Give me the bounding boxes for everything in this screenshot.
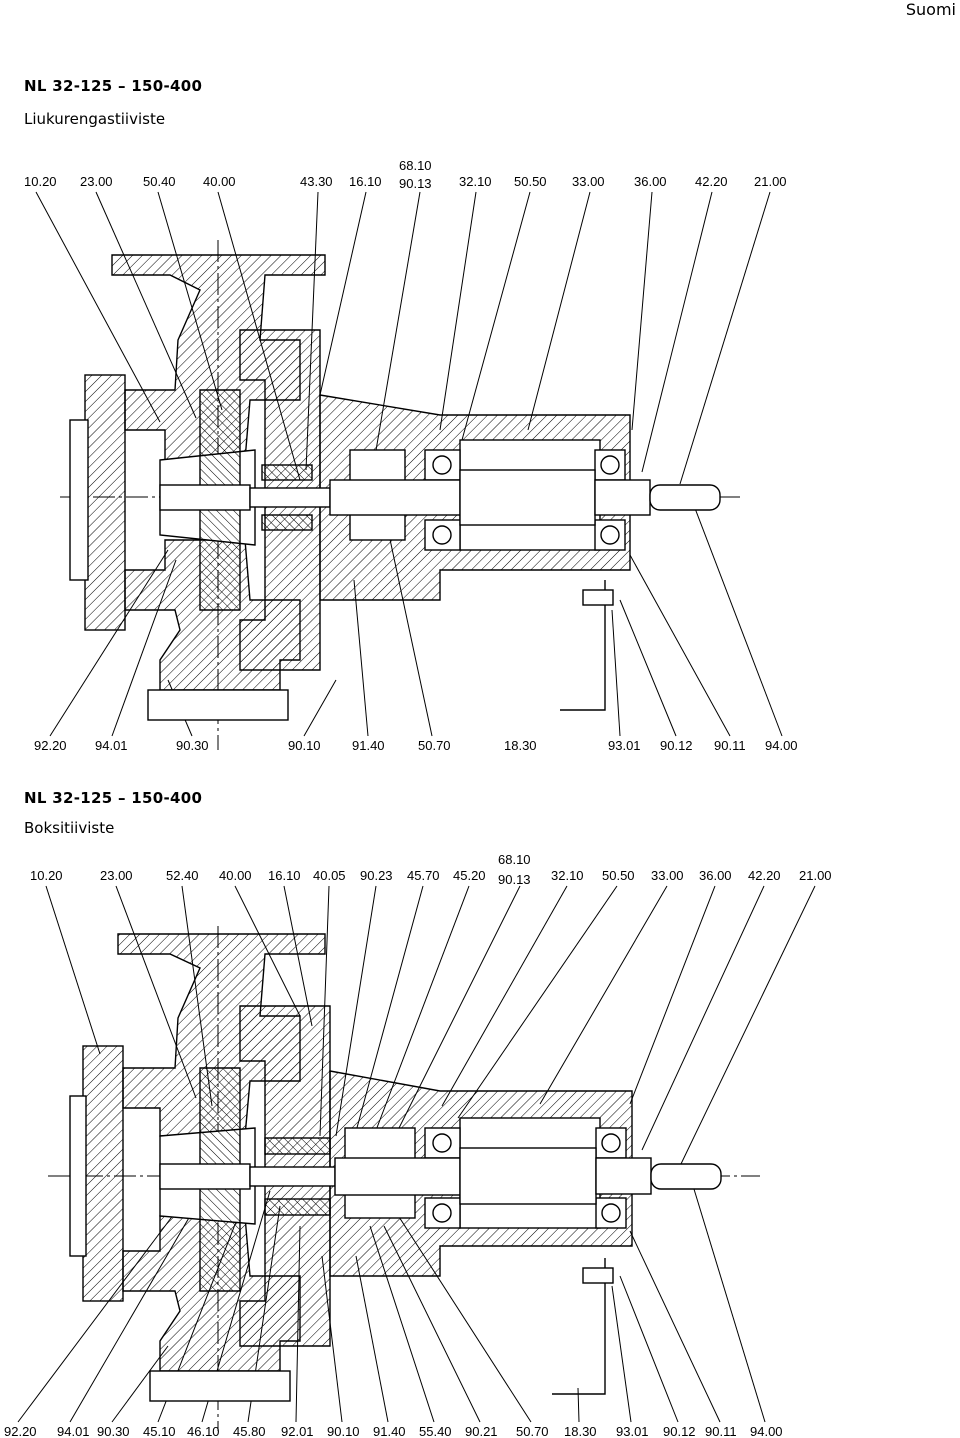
part-label: 16.10 — [268, 868, 301, 883]
part-label: 42.20 — [695, 174, 728, 189]
sectional-drawing-gland-seal: 10.20 23.00 52.40 40.00 16.10 40.05 90.2… — [4, 852, 832, 1438]
part-label: 92.20 — [4, 1424, 37, 1438]
part-label: 90.30 — [176, 738, 209, 753]
part-label: 90.10 — [288, 738, 321, 753]
part-label: 90.30 — [97, 1424, 130, 1438]
part-label: 23.00 — [100, 868, 133, 883]
part-label: 93.01 — [616, 1424, 649, 1438]
part-label: 36.00 — [634, 174, 667, 189]
part-label: 32.10 — [459, 174, 492, 189]
part-label: 40.00 — [219, 868, 252, 883]
part-label: 68.10 — [498, 852, 531, 867]
part-label: 33.00 — [651, 868, 684, 883]
part-label: 94.00 — [765, 738, 798, 753]
part-label: 90.12 — [660, 738, 693, 753]
section-heading-sliding-seal: NL 32-125 – 150-400 Liukurengastiiviste — [24, 76, 202, 129]
part-label: 50.70 — [418, 738, 451, 753]
part-label: 23.00 — [80, 174, 113, 189]
pump-model-title: NL 32-125 – 150-400 — [24, 789, 203, 807]
part-label: 90.11 — [705, 1424, 737, 1438]
part-label: 90.12 — [663, 1424, 696, 1438]
top-part-labels: 10.20 23.00 50.40 40.00 43.30 16.10 68.1… — [24, 158, 787, 191]
part-label: 21.00 — [799, 868, 832, 883]
part-label: 90.10 — [327, 1424, 360, 1438]
part-label: 42.20 — [748, 868, 781, 883]
part-label: 55.40 — [419, 1424, 452, 1438]
part-label: 36.00 — [699, 868, 732, 883]
part-label: 45.10 — [143, 1424, 176, 1438]
part-label: 16.10 — [349, 174, 382, 189]
part-label: 50.40 — [143, 174, 176, 189]
part-label: 90.11 — [714, 738, 746, 753]
part-label: 91.40 — [373, 1424, 406, 1438]
pump-cross-section — [48, 926, 760, 1431]
language-label: Suomi — [905, 0, 956, 19]
top-part-labels: 10.20 23.00 52.40 40.00 16.10 40.05 90.2… — [30, 852, 832, 887]
part-label: 94.01 — [57, 1424, 90, 1438]
sectional-drawing-sliding-seal: 10.20 23.00 50.40 40.00 43.30 16.10 68.1… — [24, 158, 798, 753]
seal-type-title: Liukurengastiiviste — [24, 110, 166, 128]
part-label: 40.05 — [313, 868, 346, 883]
part-label: 33.00 — [572, 174, 605, 189]
part-label: 43.30 — [300, 174, 333, 189]
part-label: 45.70 — [407, 868, 440, 883]
pump-model-title: NL 32-125 – 150-400 — [24, 77, 203, 95]
part-label: 32.10 — [551, 868, 584, 883]
part-label: 50.50 — [602, 868, 635, 883]
part-label: 46.10 — [187, 1424, 220, 1438]
part-label: 10.20 — [24, 174, 57, 189]
part-label: 50.50 — [514, 174, 547, 189]
part-label: 21.00 — [754, 174, 787, 189]
part-label: 52.40 — [166, 868, 199, 883]
part-label: 18.30 — [564, 1424, 597, 1438]
part-label: 91.40 — [352, 738, 385, 753]
bottom-part-labels: 92.20 94.01 90.30 45.10 46.10 45.80 92.0… — [4, 1424, 783, 1438]
part-label: 94.01 — [95, 738, 128, 753]
bottom-part-labels: 92.20 94.01 90.30 90.10 91.40 50.70 18.3… — [34, 738, 798, 753]
part-label: 93.01 — [608, 738, 641, 753]
section-heading-gland-seal: NL 32-125 – 150-400 Boksitiiviste — [24, 788, 202, 838]
part-label: 10.20 — [30, 868, 63, 883]
part-label: 45.80 — [233, 1424, 266, 1438]
pump-cross-section — [60, 240, 740, 750]
part-label: 92.20 — [34, 738, 67, 753]
part-label: 90.13 — [498, 872, 531, 887]
part-label: 92.01 — [281, 1424, 314, 1438]
part-label: 94.00 — [750, 1424, 783, 1438]
part-label: 90.23 — [360, 868, 393, 883]
part-label: 68.10 — [399, 158, 432, 173]
part-label: 40.00 — [203, 174, 236, 189]
part-label: 90.21 — [465, 1424, 498, 1438]
part-label: 50.70 — [516, 1424, 549, 1438]
part-label: 18.30 — [504, 738, 537, 753]
seal-type-title: Boksitiiviste — [24, 819, 115, 837]
part-label: 45.20 — [453, 868, 486, 883]
part-label: 90.13 — [399, 176, 432, 191]
